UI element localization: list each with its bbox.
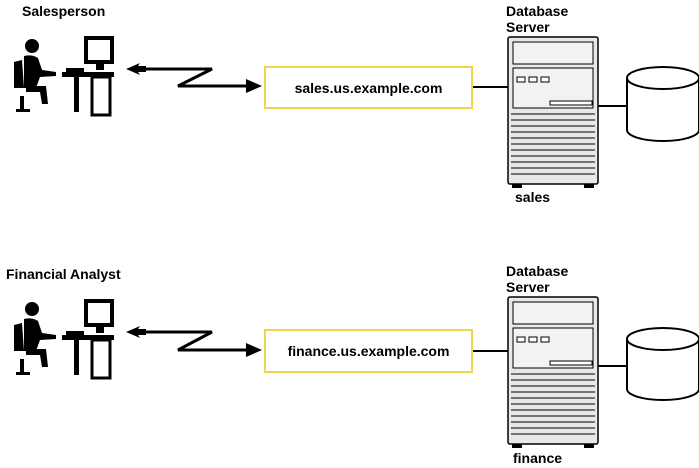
server-label-line1: Database — [506, 3, 569, 19]
lightning-connection-icon — [126, 63, 262, 93]
server-label-line1: Database — [506, 263, 569, 279]
lightning-connection-icon — [126, 326, 262, 357]
person-at-computer-icon — [14, 299, 114, 380]
database-server-icon — [507, 36, 599, 188]
database-cylinder-icon — [626, 327, 699, 401]
database-server-icon — [507, 296, 599, 448]
server-label-line2: Server — [506, 19, 550, 35]
role-label: Salesperson — [22, 3, 106, 19]
service-box: finance.us.example.com — [264, 329, 473, 373]
role-label: Financial Analyst — [6, 266, 121, 282]
person-at-computer-icon — [14, 36, 114, 117]
server-label-line2: Server — [506, 279, 550, 295]
database-name: finance — [513, 450, 563, 466]
database-cylinder-icon — [626, 66, 699, 142]
database-name: sales — [515, 189, 551, 205]
service-box: sales.us.example.com — [264, 66, 473, 109]
